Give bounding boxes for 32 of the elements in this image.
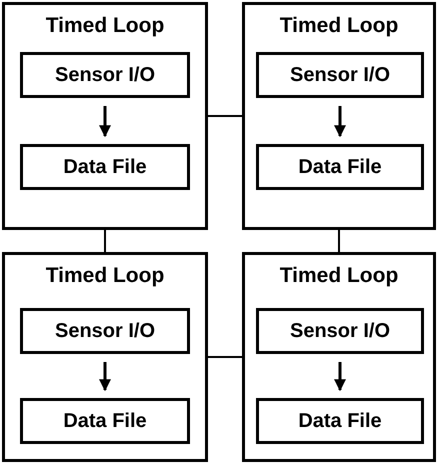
- box-label: Data File: [298, 155, 382, 180]
- loop-title: Timed Loop: [278, 263, 400, 289]
- box-label: Data File: [63, 155, 147, 180]
- box-label: Sensor I/O: [290, 319, 390, 344]
- box-label: Data File: [63, 409, 147, 434]
- loop-title: Timed Loop: [44, 13, 166, 39]
- arrow: [334, 106, 346, 138]
- loop-frame: [2, 252, 208, 462]
- connector-line: [208, 115, 242, 117]
- loop-frame: [242, 2, 436, 230]
- process-box: [20, 52, 190, 98]
- process-box: [20, 144, 190, 190]
- arrow: [99, 106, 111, 138]
- process-box: [256, 308, 424, 354]
- process-box: [20, 308, 190, 354]
- connector-line: [208, 356, 242, 358]
- connector-line: [338, 230, 340, 252]
- loop-title: Timed Loop: [278, 13, 400, 39]
- box-label: Sensor I/O: [54, 63, 156, 88]
- loop-title: Timed Loop: [44, 263, 166, 289]
- box-label: Sensor I/O: [290, 63, 390, 88]
- process-box: [256, 398, 424, 444]
- loop-frame: [2, 2, 208, 230]
- process-box: [20, 398, 190, 444]
- box-label: Sensor I/O: [54, 319, 156, 344]
- loop-frame: [242, 252, 436, 462]
- arrow: [99, 362, 111, 392]
- connector-line: [104, 230, 106, 252]
- box-label: Data File: [298, 409, 382, 434]
- process-box: [256, 144, 424, 190]
- arrow: [334, 362, 346, 392]
- process-box: [256, 52, 424, 98]
